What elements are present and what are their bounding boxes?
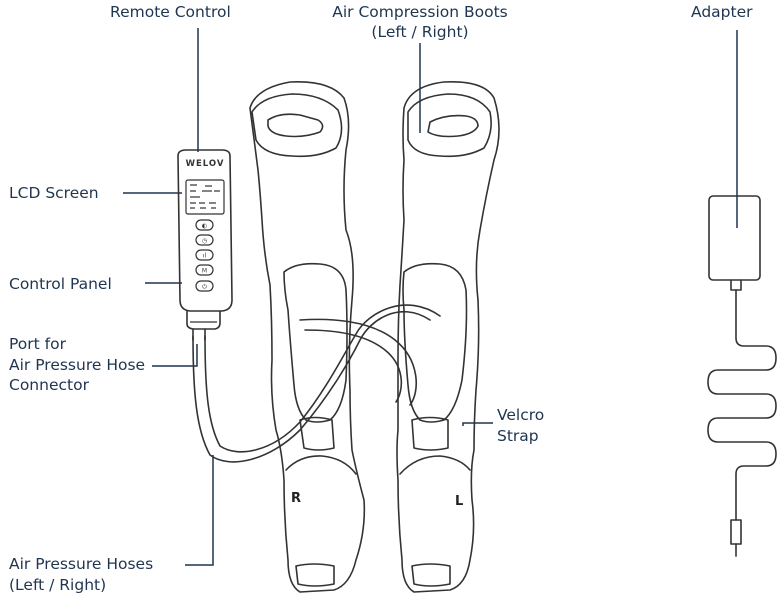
adapter-plug [730, 519, 742, 545]
lcd-segments [190, 184, 220, 209]
label-velcro-line2: Strap [497, 427, 539, 445]
boot-left: L [396, 81, 500, 593]
timer-button [195, 234, 214, 246]
remote-body [177, 149, 233, 312]
label-air-pressure-hoses-line2: (Left / Right) [9, 576, 107, 594]
adapter-body [708, 195, 761, 281]
hose-connector-port [186, 310, 221, 330]
boot-left-velcro [411, 416, 449, 451]
mode-button [195, 219, 214, 231]
label-lcd-screen: LCD Screen [9, 184, 99, 202]
leader-lines [123, 28, 738, 566]
label-air-compression-boots-line1: Air Compression Boots [332, 3, 508, 21]
label-remote-control: Remote Control [110, 3, 231, 21]
boot-right-velcro [299, 416, 335, 451]
air-pressure-hoses [192, 304, 441, 463]
svg-text:M: M [202, 268, 207, 275]
label-control-panel: Control Panel [9, 275, 112, 293]
label-port-line3: Connector [9, 376, 89, 394]
control-panel: ◐ ◷ ıl M ⏻ [195, 219, 214, 292]
label-air-pressure-hoses-line1: Air Pressure Hoses [9, 555, 154, 573]
leader-port [152, 344, 198, 367]
remote-control: WELOV ◐ ◷ ıl M ⏻ [177, 149, 233, 341]
svg-text:◷: ◷ [202, 238, 207, 245]
intensity-button [195, 249, 214, 261]
boot-right-letter: R [291, 491, 301, 506]
leader-velcro [462, 422, 493, 426]
remote-brand: WELOV [186, 159, 225, 169]
boot-right: R [249, 81, 366, 593]
label-port-line2: Air Pressure Hose [9, 356, 146, 374]
adapter [707, 195, 777, 557]
label-adapter: Adapter [691, 3, 753, 21]
m-button [195, 264, 214, 276]
label-velcro-line1: Velcro [497, 406, 545, 424]
svg-text:ıl: ıl [203, 253, 207, 260]
label-air-compression-boots-line2: (Left / Right) [371, 23, 469, 41]
lcd-screen [185, 179, 225, 215]
leader-hoses [185, 455, 214, 566]
label-port-line1: Port for [9, 335, 66, 353]
svg-text:⏻: ⏻ [202, 284, 207, 291]
svg-text:◐: ◐ [202, 223, 207, 230]
boot-left-cuff [407, 93, 492, 158]
power-button [195, 280, 214, 292]
boot-left-letter: L [455, 494, 463, 509]
adapter-cable [707, 289, 777, 521]
boot-right-cuff [251, 93, 343, 158]
